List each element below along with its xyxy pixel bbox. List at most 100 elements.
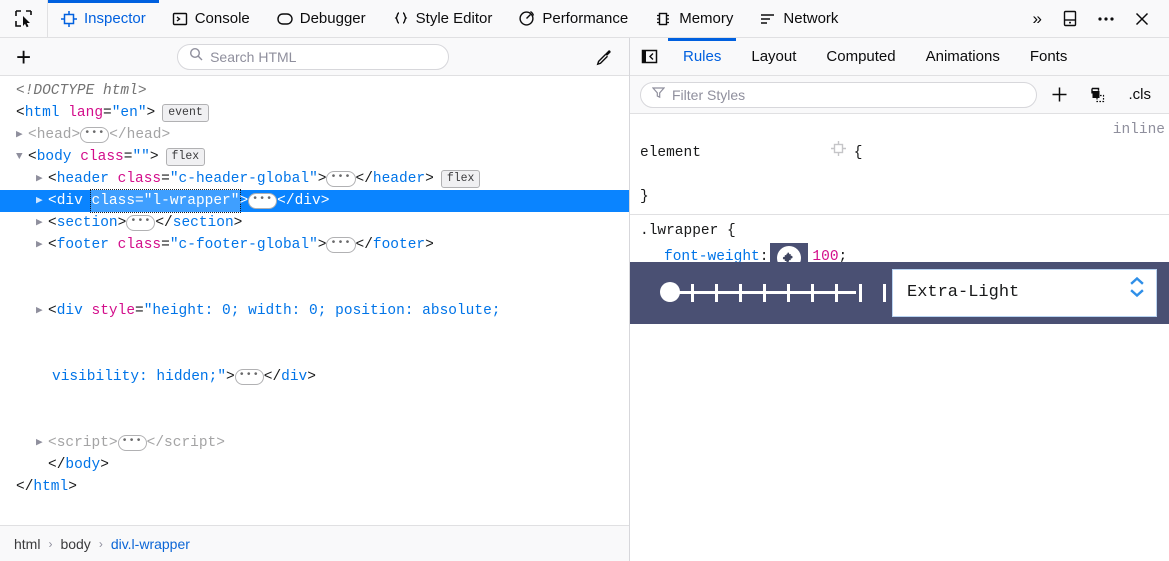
font-weight-popup: Extra-Light bbox=[630, 262, 1169, 324]
collapse-pane-icon[interactable] bbox=[630, 38, 668, 75]
dom-node-doctype: <!DOCTYPE html> bbox=[16, 83, 147, 99]
attr-value-line2[interactable]: visibility: hidden;" bbox=[52, 369, 227, 385]
slider-tick bbox=[718, 284, 742, 302]
slider-thumb[interactable] bbox=[660, 282, 680, 302]
rules-tab-strip: Rules Layout Computed Animations Fonts bbox=[630, 38, 1169, 76]
rules-filter-toolbar: Filter Styles .cls bbox=[630, 76, 1169, 114]
font-weight-input[interactable]: Extra-Light bbox=[892, 269, 1157, 317]
attr-value-line1[interactable]: "height: 0; width: 0; position: absolute… bbox=[143, 303, 501, 319]
dom-node-html-open[interactable]: <html lang="en">event bbox=[0, 102, 629, 124]
dom-node-header[interactable]: ▶<header class="c-header-global">•••</he… bbox=[0, 168, 629, 190]
search-input[interactable]: Search HTML bbox=[177, 43, 450, 70]
rule-open-brace: { bbox=[853, 144, 863, 161]
eyedropper-icon[interactable] bbox=[589, 48, 619, 66]
attr-value[interactable]: "en" bbox=[111, 105, 147, 121]
dom-node-div-wrapper-selected[interactable]: ▶<div class="l-wrapper">•••</div> bbox=[0, 189, 629, 213]
flex-badge[interactable]: flex bbox=[165, 148, 206, 166]
tab-layout[interactable]: Layout bbox=[736, 38, 811, 75]
element-badge-icon bbox=[709, 119, 846, 186]
tab-label: Performance bbox=[542, 10, 629, 27]
rule-selector-row[interactable]: element { bbox=[630, 119, 1169, 186]
rule-selector[interactable]: element bbox=[640, 144, 701, 161]
tab-fonts[interactable]: Fonts bbox=[1015, 38, 1083, 75]
slider-tick bbox=[790, 284, 814, 302]
declaration-value[interactable]: 100 bbox=[812, 249, 839, 265]
chevron-down-icon[interactable] bbox=[1130, 289, 1144, 298]
font-weight-slider[interactable] bbox=[660, 280, 886, 306]
dom-node-div-hidden[interactable]: ▶<div style="height: 0; width: 0; positi… bbox=[0, 256, 629, 432]
twisty-collapsed-icon[interactable]: ▶ bbox=[36, 195, 43, 207]
add-node-button[interactable]: + bbox=[16, 41, 32, 72]
twisty-collapsed-icon[interactable]: ▶ bbox=[36, 173, 43, 185]
twisty-collapsed-icon[interactable]: ▶ bbox=[36, 239, 43, 251]
tab-inspector[interactable]: Inspector bbox=[48, 0, 159, 37]
tab-performance[interactable]: Performance bbox=[505, 0, 641, 37]
twisty-collapsed-icon[interactable]: ▶ bbox=[36, 305, 43, 317]
tab-console[interactable]: Console bbox=[159, 0, 263, 37]
declaration-property[interactable]: font-weight bbox=[664, 249, 760, 265]
add-rule-button[interactable] bbox=[1045, 86, 1075, 103]
children-ellipsis[interactable]: ••• bbox=[117, 435, 147, 451]
rules-tab-label: Fonts bbox=[1029, 48, 1068, 65]
element-picker-icon[interactable] bbox=[0, 0, 48, 37]
tab-label: Style Editor bbox=[415, 10, 493, 27]
tab-rules[interactable]: Rules bbox=[668, 38, 737, 75]
twisty-collapsed-icon[interactable]: ▶ bbox=[36, 437, 43, 449]
twisty-collapsed-icon[interactable]: ▶ bbox=[36, 217, 43, 229]
attr-editor-field[interactable]: class="l-wrapper" bbox=[89, 189, 242, 213]
rule-selector[interactable]: .lwrapper bbox=[640, 223, 719, 239]
twisty-expanded-icon[interactable]: ▼ bbox=[16, 151, 23, 163]
breadcrumb-item-html[interactable]: html bbox=[14, 535, 41, 552]
dock-to-bottom-icon[interactable] bbox=[1053, 0, 1087, 38]
rule-close-brace: } bbox=[640, 189, 649, 205]
tab-label: Console bbox=[194, 10, 250, 27]
rule-selector-row[interactable]: .lwrapper { bbox=[630, 220, 1169, 242]
inspector-icon bbox=[61, 10, 77, 27]
devtools-tab-strip: Inspector Console Debugger bbox=[48, 0, 1024, 37]
font-weight-stepper[interactable] bbox=[1130, 276, 1144, 298]
tab-network[interactable]: Network bbox=[746, 0, 851, 37]
dom-node-section[interactable]: ▶<section>•••</section> bbox=[0, 212, 629, 234]
slider-tick bbox=[862, 284, 886, 302]
meatball-menu-icon[interactable] bbox=[1089, 0, 1123, 38]
children-ellipsis[interactable]: ••• bbox=[326, 171, 356, 187]
rules-pane: Rules Layout Computed Animations Fonts bbox=[630, 38, 1169, 561]
children-ellipsis[interactable]: ••• bbox=[80, 127, 110, 143]
markup-pane: + Search HTML bbox=[0, 38, 630, 561]
network-icon bbox=[759, 11, 776, 27]
tab-memory[interactable]: Memory bbox=[641, 0, 746, 37]
close-icon[interactable] bbox=[1125, 0, 1159, 38]
dom-tree[interactable]: <!DOCTYPE html> <html lang="en">event ▶<… bbox=[0, 76, 629, 525]
slider-tick bbox=[670, 284, 694, 302]
breadcrumb-item-body[interactable]: body bbox=[60, 535, 91, 552]
tab-style-editor[interactable]: Style Editor bbox=[379, 0, 506, 37]
tab-debugger[interactable]: Debugger bbox=[263, 0, 379, 37]
dom-node-head[interactable]: ▶<head>•••</head> bbox=[0, 124, 629, 146]
cls-toggle-button[interactable]: .cls bbox=[1128, 86, 1152, 103]
children-ellipsis[interactable]: ••• bbox=[234, 369, 264, 385]
slider-tick bbox=[814, 284, 838, 302]
attr-name[interactable]: lang bbox=[68, 105, 104, 121]
rule-source-link[interactable]: inline bbox=[1112, 122, 1165, 138]
children-ellipsis[interactable]: ••• bbox=[326, 237, 356, 253]
tab-label: Inspector bbox=[84, 10, 146, 27]
filter-styles-input[interactable]: Filter Styles bbox=[640, 81, 1037, 108]
dom-node-footer[interactable]: ▶<footer class="c-footer-global">•••</fo… bbox=[0, 234, 629, 256]
dom-node-body-open[interactable]: ▼<body class="">flex bbox=[0, 146, 629, 168]
twisty-collapsed-icon[interactable]: ▶ bbox=[16, 129, 23, 141]
devtools-toolbar-controls: » bbox=[1024, 0, 1169, 37]
breadcrumb-item-div-l-wrapper[interactable]: div.l-wrapper bbox=[110, 535, 190, 552]
dom-node-script[interactable]: ▶<script>•••</script> bbox=[0, 432, 629, 454]
chevron-double-right-icon[interactable]: » bbox=[1032, 8, 1042, 28]
pseudo-class-icon[interactable] bbox=[1083, 86, 1113, 104]
children-ellipsis[interactable]: ••• bbox=[248, 193, 278, 209]
event-badge[interactable]: event bbox=[162, 104, 209, 122]
chevron-up-icon[interactable] bbox=[1130, 276, 1144, 285]
tab-animations[interactable]: Animations bbox=[911, 38, 1015, 75]
search-icon bbox=[189, 47, 203, 66]
tab-computed[interactable]: Computed bbox=[811, 38, 910, 75]
breadcrumb-separator-icon: › bbox=[48, 536, 53, 551]
flex-badge[interactable]: flex bbox=[440, 170, 481, 188]
children-ellipsis[interactable]: ••• bbox=[126, 215, 156, 231]
